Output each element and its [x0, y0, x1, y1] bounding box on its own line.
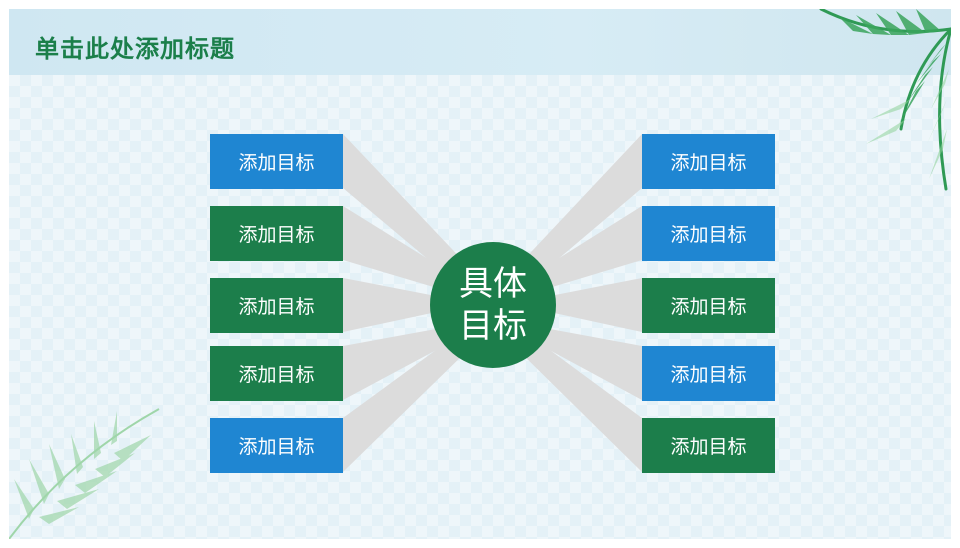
goal-label: 添加目标: [670, 364, 747, 386]
palm-leaf-bottom-left-icon: [9, 408, 160, 539]
left-goal-box-3[interactable]: 添加目标: [210, 278, 343, 333]
left-goal-box-5[interactable]: 添加目标: [210, 418, 343, 473]
goal-label: 添加目标: [670, 436, 747, 458]
connector-lines: [343, 134, 642, 472]
left-goal-box-4[interactable]: 添加目标: [210, 346, 343, 401]
right-goal-box-5[interactable]: 添加目标: [642, 418, 775, 473]
goal-label: 添加目标: [238, 436, 315, 458]
right-goal-box-1[interactable]: 添加目标: [642, 134, 775, 189]
title-bar: 单击此处添加标题: [9, 9, 951, 75]
palm-leaf-top-right-icon: [819, 9, 951, 191]
goal-label: 添加目标: [670, 224, 747, 246]
goal-label: 添加目标: [238, 364, 315, 386]
goal-label: 添加目标: [670, 296, 747, 318]
slide: 单击此处添加标题: [9, 9, 951, 539]
goal-label: 添加目标: [238, 152, 315, 174]
slide-title[interactable]: 单击此处添加标题: [35, 35, 235, 63]
right-goal-box-2[interactable]: 添加目标: [642, 206, 775, 261]
center-goal-circle[interactable]: 具体 目标: [430, 242, 556, 368]
goal-label: 添加目标: [238, 296, 315, 318]
goal-label: 添加目标: [670, 152, 747, 174]
left-goal-box-1[interactable]: 添加目标: [210, 134, 343, 189]
right-goal-box-3[interactable]: 添加目标: [642, 278, 775, 333]
goal-label: 添加目标: [238, 224, 315, 246]
left-goal-box-2[interactable]: 添加目标: [210, 206, 343, 261]
center-goal-label: 具体 目标: [459, 264, 527, 346]
right-goal-box-4[interactable]: 添加目标: [642, 346, 775, 401]
